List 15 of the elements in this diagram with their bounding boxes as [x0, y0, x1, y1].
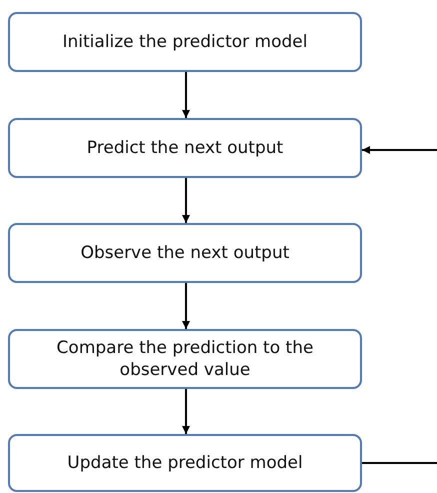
process-box	[8, 12, 362, 72]
arrow	[182, 72, 190, 118]
step-text: Predict the next output	[86, 136, 284, 160]
process-box	[8, 118, 362, 178]
step-text: Update the predictor model	[66, 452, 304, 474]
process-box	[8, 223, 362, 283]
arrow	[182, 283, 190, 329]
process-box	[8, 434, 362, 492]
arrow	[362, 146, 437, 154]
step-text: Compare the prediction to the observed value	[56, 336, 314, 382]
arrow	[182, 389, 190, 434]
step-text: Initialize the predictor model	[62, 30, 308, 54]
arrow	[182, 178, 190, 223]
process-box	[8, 329, 362, 389]
step-text: Observe the next output	[80, 242, 290, 264]
